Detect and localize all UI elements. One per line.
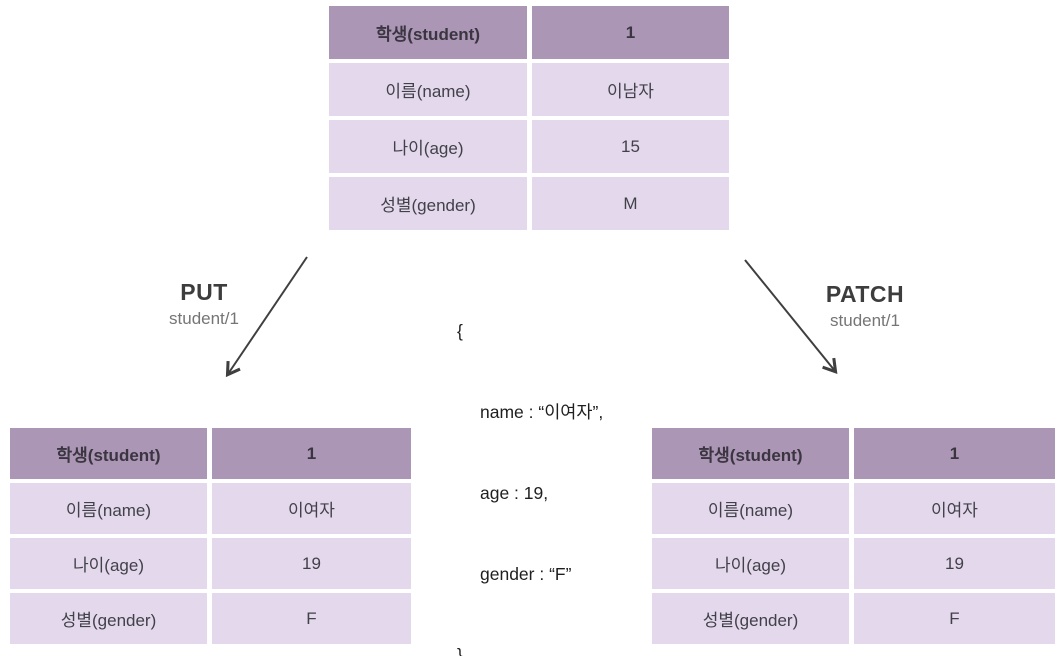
- table-cell-gender-value: M: [532, 177, 729, 230]
- table-cell-name-value: 이여자: [212, 483, 411, 534]
- table-cell-age-value: 19: [854, 538, 1055, 589]
- table-cell-gender-label: 성별(gender): [652, 593, 849, 644]
- patch-method-label: PATCH: [825, 281, 905, 307]
- patch-result-student-table: 학생(student) 1 이름(name) 이여자 나이(age) 19 성별…: [652, 428, 1055, 644]
- json-line-age: age : 19,: [480, 483, 549, 503]
- json-line-name: name : “이여자”,: [480, 402, 604, 422]
- table-cell-gender-label: 성별(gender): [329, 177, 527, 230]
- json-line-close-brace: }: [457, 645, 463, 656]
- json-line-gender: gender : “F”: [480, 564, 572, 584]
- patch-label-group: PATCH student/1: [806, 281, 924, 331]
- table-cell-gender-value: F: [212, 593, 411, 644]
- patch-path-label: student/1: [830, 311, 900, 330]
- table-cell-name-value: 이여자: [854, 483, 1055, 534]
- table-cell-gender-label: 성별(gender): [10, 593, 207, 644]
- json-line-open-brace: {: [457, 321, 463, 341]
- table-cell-age-label: 나이(age): [10, 538, 207, 589]
- table-header-cell: 1: [532, 6, 729, 59]
- table-cell-age-value: 15: [532, 120, 729, 173]
- table-cell-name-value: 이남자: [532, 63, 729, 116]
- table-header-cell: 학생(student): [10, 428, 207, 479]
- table-cell-age-value: 19: [212, 538, 411, 589]
- put-label-group: PUT student/1: [146, 279, 262, 329]
- put-method-label: PUT: [180, 279, 228, 305]
- table-cell-age-label: 나이(age): [652, 538, 849, 589]
- table-cell-name-label: 이름(name): [10, 483, 207, 534]
- json-payload: { name : “이여자”, age : 19, gender : “F” }: [457, 264, 603, 656]
- table-header-cell: 1: [854, 428, 1055, 479]
- table-cell-name-label: 이름(name): [652, 483, 849, 534]
- put-path-label: student/1: [169, 309, 239, 328]
- table-cell-gender-value: F: [854, 593, 1055, 644]
- table-cell-age-label: 나이(age): [329, 120, 527, 173]
- put-result-student-table: 학생(student) 1 이름(name) 이여자 나이(age) 19 성별…: [10, 428, 411, 644]
- original-student-table: 학생(student) 1 이름(name) 이남자 나이(age) 15 성별…: [329, 6, 729, 230]
- table-cell-name-label: 이름(name): [329, 63, 527, 116]
- table-header-cell: 학생(student): [329, 6, 527, 59]
- table-header-cell: 1: [212, 428, 411, 479]
- table-header-cell: 학생(student): [652, 428, 849, 479]
